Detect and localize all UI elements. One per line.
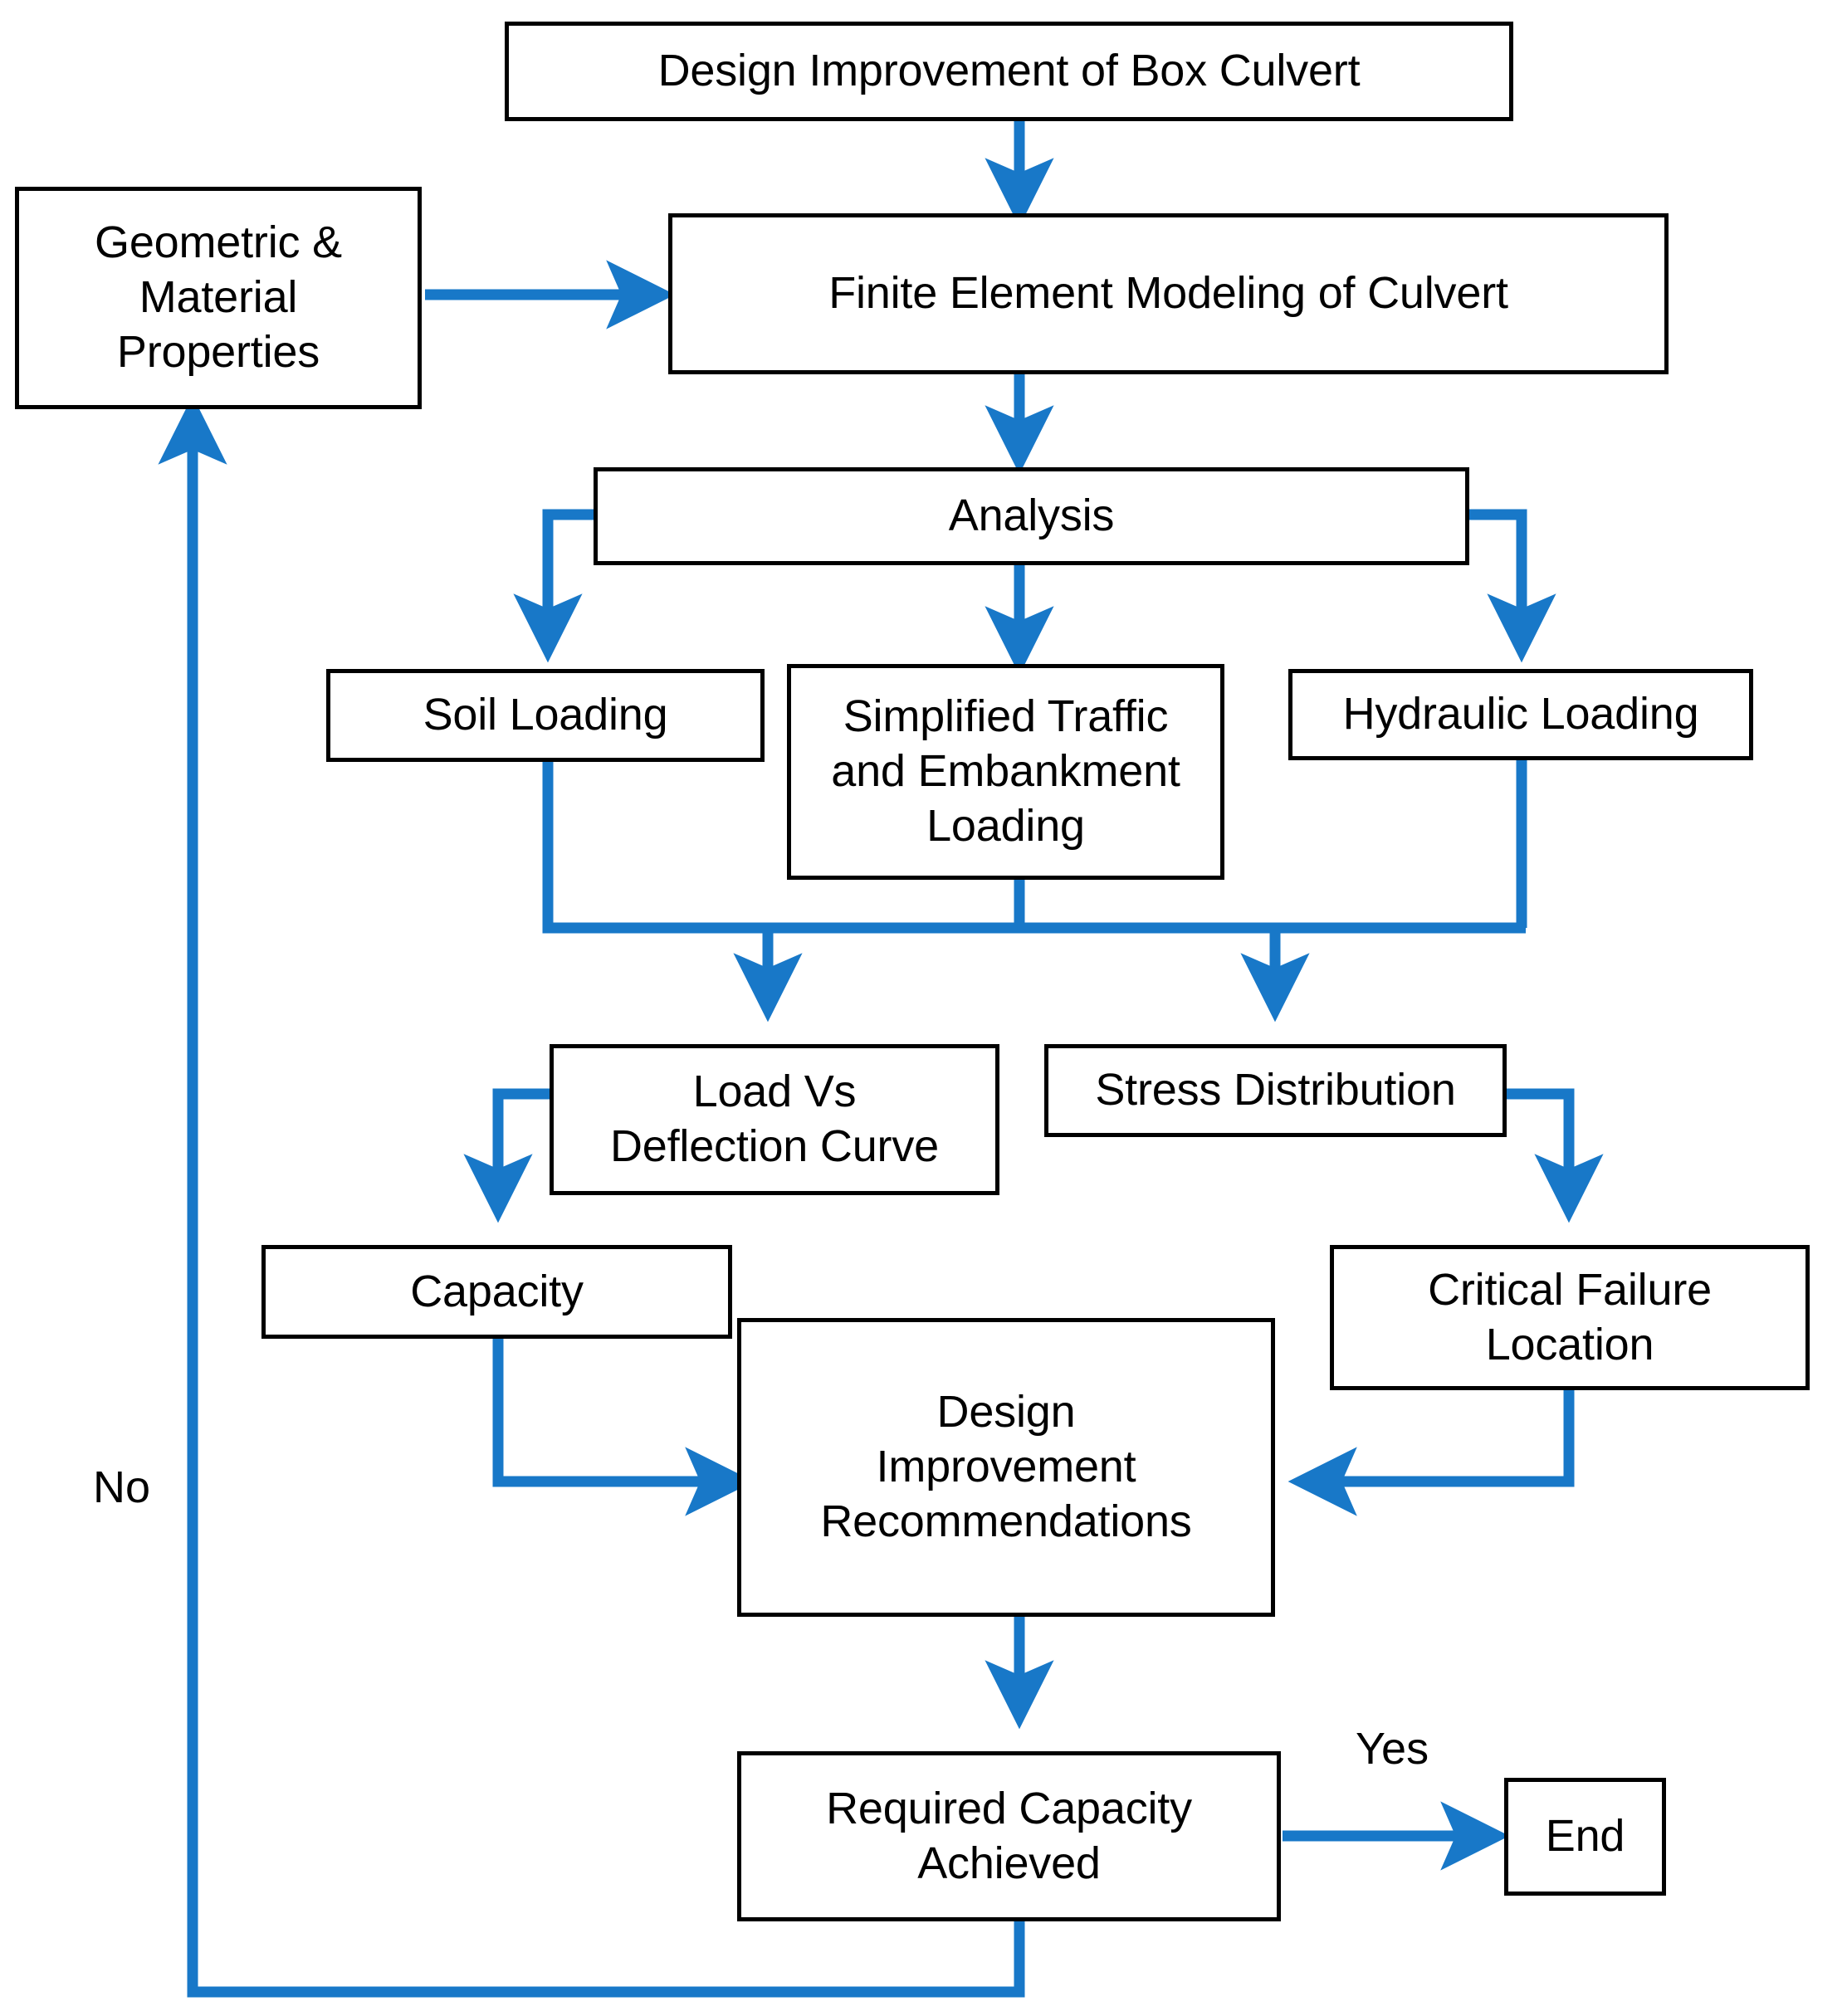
node-analysis[interactable]: Analysis (594, 467, 1469, 565)
node-critical-failure-location[interactable]: Critical Failure Location (1330, 1245, 1810, 1390)
edge-label-no: No (93, 1462, 151, 1512)
edge-capacity-to-recommend (492, 1337, 755, 1516)
edge-label-yes: Yes (1356, 1724, 1429, 1774)
node-load-vs-deflection-curve[interactable]: Load Vs Deflection Curve (550, 1044, 999, 1195)
edge-critical-to-recommend (1288, 1387, 1575, 1516)
node-geometric-material-properties[interactable]: Geometric & Material Properties (15, 187, 422, 409)
edge-stress-to-critical (1504, 1088, 1604, 1223)
node-design-improvement-recommendations[interactable]: Design Improvement Recommendations (737, 1318, 1275, 1617)
node-soil-loading[interactable]: Soil Loading (326, 669, 765, 762)
edge-loadcurve-to-capacity (463, 1088, 555, 1223)
node-capacity[interactable]: Capacity (261, 1245, 732, 1339)
node-finite-element-modeling[interactable]: Finite Element Modeling of Culvert (668, 213, 1669, 374)
node-simplified-traffic-embankment-loading[interactable]: Simplified Traffic and Embankment Loadin… (787, 664, 1224, 880)
node-hydraulic-loading[interactable]: Hydraulic Loading (1288, 669, 1753, 760)
node-stress-distribution[interactable]: Stress Distribution (1044, 1044, 1507, 1137)
node-required-capacity-achieved[interactable]: Required Capacity Achieved (737, 1751, 1281, 1921)
node-end[interactable]: End (1504, 1778, 1666, 1896)
edge-soil-to-bus (542, 760, 803, 1023)
node-start[interactable]: Design Improvement of Box Culvert (505, 22, 1513, 121)
edge-analysis-to-hydraulic (1468, 509, 1556, 663)
edge-analysis-to-soil (513, 509, 599, 663)
